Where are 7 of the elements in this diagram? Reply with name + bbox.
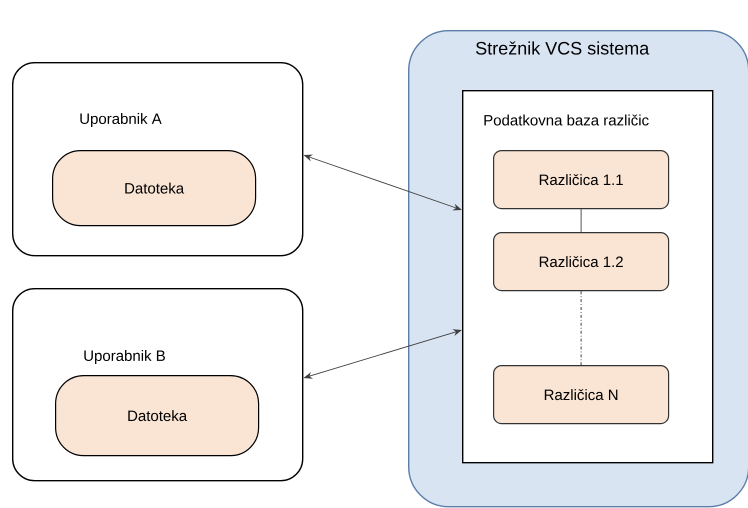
file-pill: Datoteka (55, 374, 260, 456)
file-pill: Datoteka (52, 150, 256, 226)
version-box: Različica N (493, 365, 670, 424)
version-box: Različica 1.1 (493, 150, 670, 210)
connector-line (580, 208, 582, 232)
version-box: Različica 1.2 (493, 232, 670, 292)
connector-line (580, 290, 582, 366)
